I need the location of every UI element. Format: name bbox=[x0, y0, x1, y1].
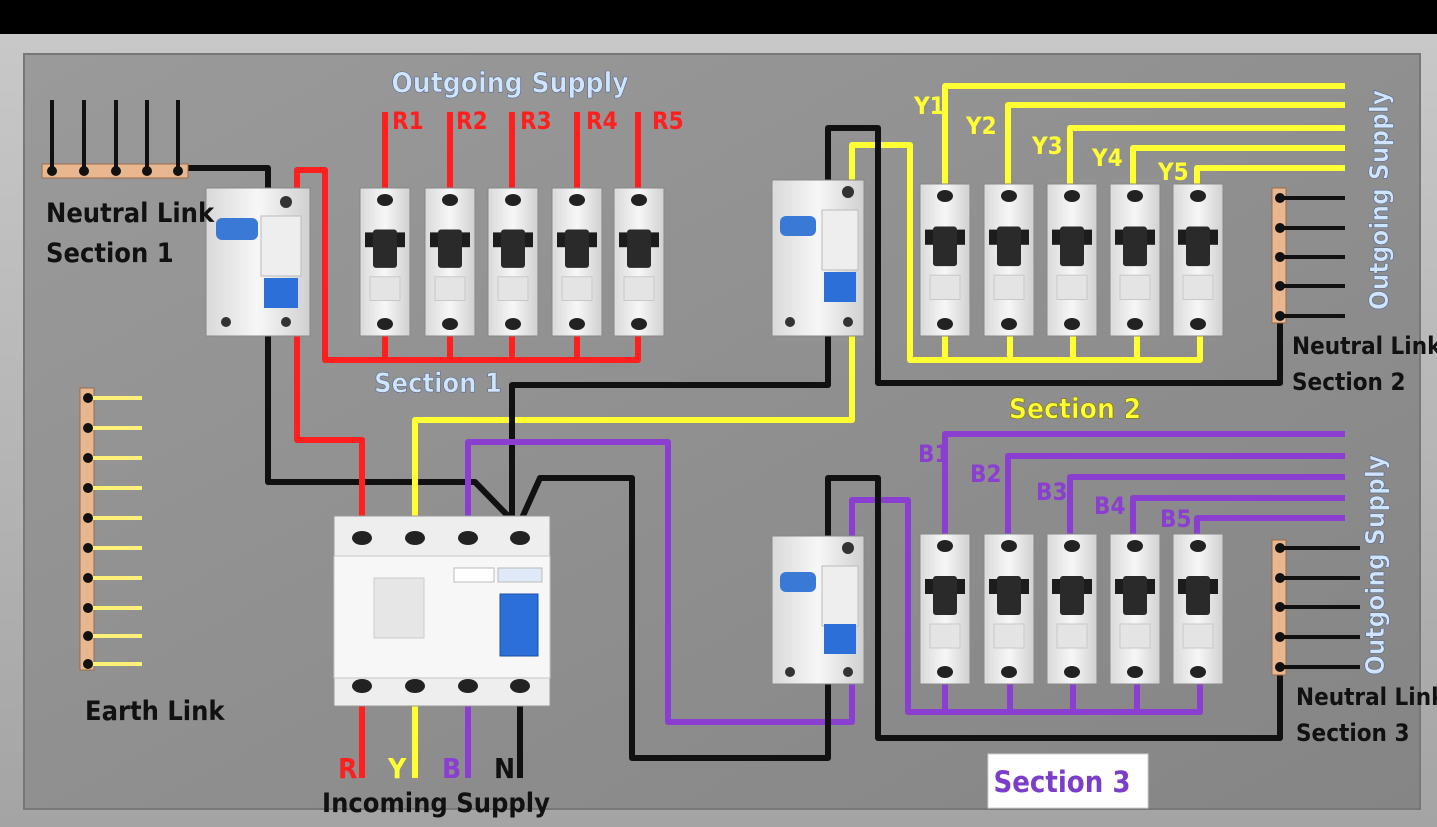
earth-link-label: Earth Link bbox=[85, 696, 225, 727]
wire-y2 bbox=[1005, 102, 1345, 188]
section-2-mcb-1 bbox=[919, 183, 971, 337]
circuit-label-b4: B4 bbox=[1094, 492, 1125, 520]
section-3-mcb-2 bbox=[983, 533, 1035, 685]
circuit-label-r3: R3 bbox=[520, 107, 552, 135]
incoming-phase-y: Y bbox=[387, 752, 407, 785]
circuit-label-y5: Y5 bbox=[1157, 158, 1189, 186]
main-rccb-4-pole bbox=[333, 515, 551, 707]
circuit-label-y1: Y1 bbox=[913, 92, 945, 120]
incoming-phase-r: R bbox=[338, 752, 357, 785]
neutral-link-s3-line2: Section 3 bbox=[1296, 719, 1409, 747]
section-3-mcb-5 bbox=[1172, 533, 1224, 685]
circuit-label-r2: R2 bbox=[456, 107, 488, 135]
wire-red-bus-drops bbox=[382, 335, 580, 360]
wire-y5 bbox=[1194, 165, 1345, 188]
section-1-mcb-2 bbox=[424, 187, 476, 337]
circuit-label-r4: R4 bbox=[586, 107, 618, 135]
section-3-label: Section 3 bbox=[993, 765, 1130, 799]
wire-purple-bus-drops bbox=[942, 680, 1140, 712]
section-1-mcb-3 bbox=[487, 187, 539, 337]
circuit-label-y3: Y3 bbox=[1031, 132, 1063, 160]
rccb-section-3 bbox=[771, 535, 865, 685]
wire-y4 bbox=[1130, 145, 1345, 188]
wire-b5 bbox=[1194, 515, 1345, 535]
incoming-phase-n: N bbox=[494, 752, 515, 785]
neutral-link-section-2 bbox=[1271, 187, 1345, 324]
wire-red-rccb1 bbox=[294, 167, 641, 363]
wire-y3 bbox=[1067, 125, 1345, 188]
circuit-label-b2: B2 bbox=[970, 460, 1001, 488]
neutral-link-section-1 bbox=[41, 100, 189, 179]
circuit-label-r1: R1 bbox=[392, 107, 424, 135]
mcb-row-section-2 bbox=[919, 183, 1224, 337]
incoming-supply-label: Incoming Supply bbox=[322, 788, 550, 819]
section-2-label: Section 2 bbox=[1009, 392, 1141, 425]
section-3-box bbox=[987, 753, 1149, 809]
section-2-mcb-2 bbox=[983, 183, 1035, 337]
neutral-link-s1-line2: Section 1 bbox=[46, 238, 174, 269]
mcb-row-section-1 bbox=[359, 187, 665, 337]
rccb-section-1 bbox=[205, 187, 311, 337]
wire-black-rccb1-main bbox=[265, 330, 513, 521]
circuit-label-b1: B1 bbox=[918, 440, 949, 468]
mcb-row-section-3 bbox=[919, 533, 1224, 685]
outgoing-supply-right-1-label: Outgoing Supply bbox=[1365, 90, 1395, 310]
section-2-mcb-4 bbox=[1109, 183, 1161, 337]
circuit-label-r5: R5 bbox=[652, 107, 684, 135]
section-1-mcb-5 bbox=[613, 187, 665, 337]
wire-y1 bbox=[942, 83, 1345, 188]
neutral-link-s3-line1: Neutral Link bbox=[1296, 683, 1437, 711]
section-2-mcb-5 bbox=[1172, 183, 1224, 337]
section-3-mcb-1 bbox=[919, 533, 971, 685]
wire-b1 bbox=[942, 431, 1345, 535]
outgoing-supply-top-label: Outgoing Supply bbox=[391, 66, 628, 99]
section-3-mcb-3 bbox=[1046, 533, 1098, 685]
earth-link bbox=[79, 387, 142, 671]
wire-yellow-bus-drops bbox=[942, 335, 1140, 360]
section-3-mcb-4 bbox=[1109, 533, 1161, 685]
section-1-mcb-4 bbox=[551, 187, 603, 337]
outgoing-supply-right-2-label: Outgoing Supply bbox=[1361, 455, 1391, 675]
neutral-link-s1-line1: Neutral Link bbox=[46, 198, 215, 229]
circuit-label-b5: B5 bbox=[1160, 505, 1191, 533]
circuit-label-y4: Y4 bbox=[1091, 144, 1123, 172]
section-1-mcb-1 bbox=[359, 187, 411, 337]
wire-b2 bbox=[1005, 453, 1345, 535]
neutral-link-s2-line1: Neutral Link bbox=[1292, 332, 1437, 360]
neutral-link-section-3 bbox=[1271, 539, 1360, 676]
wire-b4 bbox=[1130, 495, 1345, 535]
circuit-label-b3: B3 bbox=[1036, 478, 1067, 506]
wire-black-s2 bbox=[509, 125, 1283, 518]
wire-b3 bbox=[1067, 474, 1345, 535]
circuit-label-y2: Y2 bbox=[965, 112, 997, 140]
section-1-label: Section 1 bbox=[374, 368, 502, 399]
neutral-link-s2-line2: Section 2 bbox=[1292, 368, 1405, 396]
section-2-mcb-3 bbox=[1046, 183, 1098, 337]
wire-red-feed bbox=[294, 330, 365, 518]
rccb-section-2 bbox=[771, 179, 865, 337]
incoming-phase-b: B bbox=[442, 752, 461, 785]
